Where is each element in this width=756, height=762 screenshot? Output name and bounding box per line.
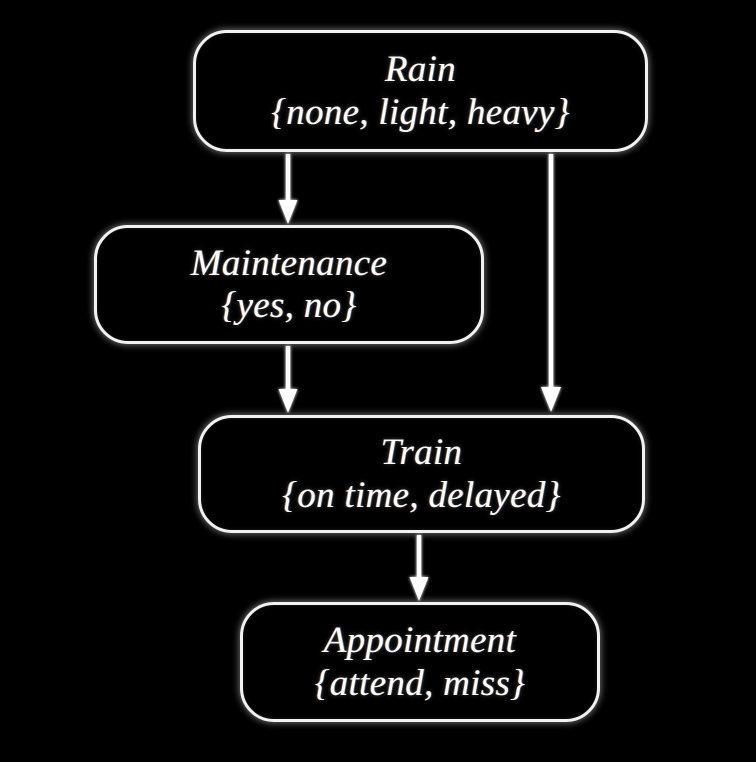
edge-maintenance-to-train xyxy=(278,346,298,413)
node-maintenance-domain: {yes, no} xyxy=(221,285,357,326)
edge-rain-to-maintenance xyxy=(278,154,298,224)
edge-train-to-appointment xyxy=(409,535,429,601)
node-rain-domain: {none, light, heavy} xyxy=(271,91,570,133)
node-train-domain: {on time, delayed} xyxy=(282,474,561,516)
node-train[interactable]: Train {on time, delayed} xyxy=(198,415,645,533)
node-train-title: Train xyxy=(380,432,463,474)
node-maintenance-title: Maintenance xyxy=(190,242,388,284)
node-maintenance[interactable]: Maintenance {yes, no} xyxy=(94,225,484,344)
node-rain-title: Rain xyxy=(384,49,457,91)
node-rain[interactable]: Rain {none, light, heavy} xyxy=(193,30,648,152)
node-appointment-title: Appointment xyxy=(323,620,517,662)
node-appointment[interactable]: Appointment {attend, miss} xyxy=(240,602,600,722)
edge-rain-to-train xyxy=(541,154,561,412)
node-appointment-domain: {attend, miss} xyxy=(314,662,526,704)
